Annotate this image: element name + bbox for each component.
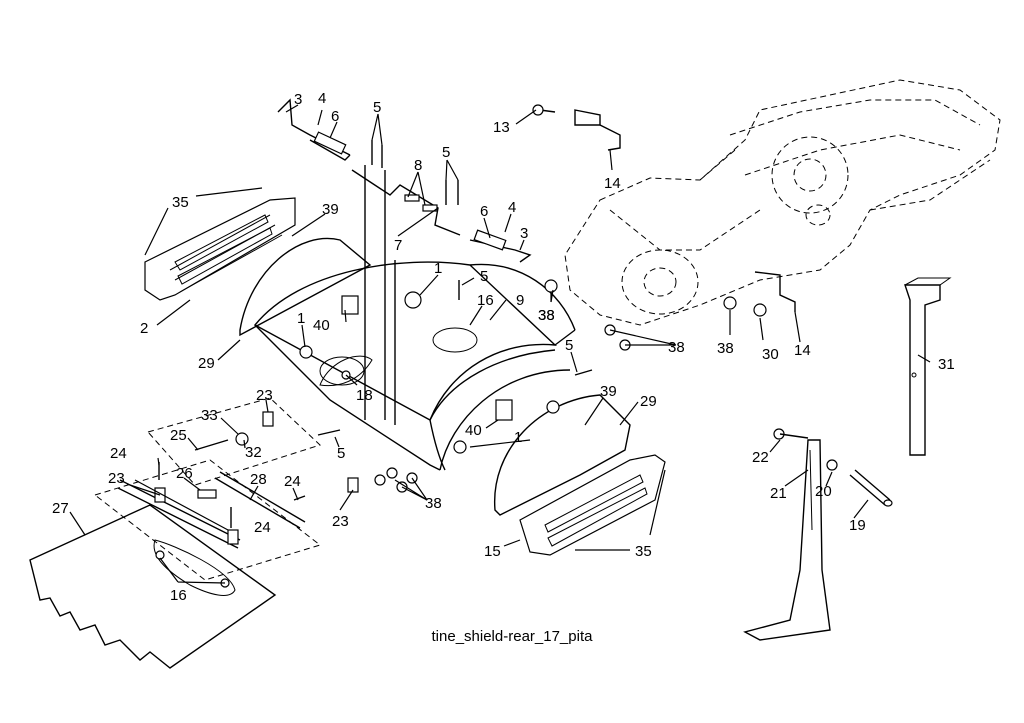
callout-14: 14 [604,175,621,192]
rear-flap [29,504,277,669]
callout-33: 33 [201,407,218,424]
tool-bar [904,277,952,456]
callout-24: 24 [110,445,127,462]
depth-stake [743,433,893,641]
callout-6: 6 [331,108,339,125]
fasteners [235,279,838,493]
brackets [341,295,513,421]
right-side-plate [519,454,666,556]
callout-30: 30 [762,346,779,363]
callout-35: 35 [635,543,652,560]
callout-25: 25 [170,427,187,444]
callout-38: 38 [668,339,685,356]
diagram-caption: tine_shield-rear_17_pita [431,628,593,645]
bolts [317,140,593,436]
callout-4: 4 [318,90,326,107]
callout-38: 38 [538,307,555,324]
callout-31: 31 [938,356,955,373]
callout-35: 35 [172,194,189,211]
callout-23: 23 [256,387,273,404]
callout-26: 26 [176,465,193,482]
upper-bracket [532,104,796,312]
left-side-plate [144,197,296,301]
tine-shield-body [253,261,576,471]
callout-5: 5 [565,337,573,354]
callout-5: 5 [480,268,488,285]
callout-20: 20 [815,483,832,500]
callout-40: 40 [465,422,482,439]
callout-4: 4 [508,199,516,216]
callout-40: 40 [313,317,330,334]
callout-39: 39 [600,383,617,400]
right-inner-shield [494,394,631,516]
callout-23: 23 [332,513,349,530]
callout-19: 19 [849,517,866,534]
leader-lines [69,104,931,584]
callout-24: 24 [284,473,301,490]
hitch-rod-assembly [277,98,532,425]
callout-1: 1 [514,429,522,446]
callout-5: 5 [337,445,345,462]
callout-21: 21 [770,485,787,502]
callout-9: 9 [516,292,524,309]
tiller-frame-outline [564,79,1001,326]
callout-16: 16 [170,587,187,604]
callout-38: 38 [425,495,442,512]
callout-7: 7 [394,237,402,254]
callout-8: 8 [414,157,422,174]
callout-28: 28 [250,471,267,488]
callout-23: 23 [108,470,125,487]
callout-5: 5 [442,144,450,161]
callout-6: 6 [480,203,488,220]
left-inner-shield [239,237,372,337]
callout-29: 29 [640,393,657,410]
callout-3: 3 [520,225,528,242]
callout-27: 27 [52,500,69,517]
callout-13: 13 [493,119,510,136]
callout-labels: 3 4 6 5 8 5 7 6 4 3 35 39 2 29 1 5 40 16… [52,90,955,604]
callout-1: 1 [434,260,442,277]
callout-24: 24 [254,519,271,536]
callout-15: 15 [484,543,501,560]
callout-32: 32 [245,444,262,461]
callout-3: 3 [294,91,302,108]
callout-1: 1 [297,310,305,327]
callout-16: 16 [477,292,494,309]
callout-14: 14 [794,342,811,359]
callout-39: 39 [322,201,339,218]
callout-29: 29 [198,355,215,372]
callout-2: 2 [140,320,148,337]
callout-38: 38 [717,340,734,357]
flap-hinge-parts [93,397,359,581]
callout-38: 38 [538,307,555,324]
callout-22: 22 [752,449,769,466]
callout-18: 18 [356,387,373,404]
callout-5: 5 [373,99,381,116]
